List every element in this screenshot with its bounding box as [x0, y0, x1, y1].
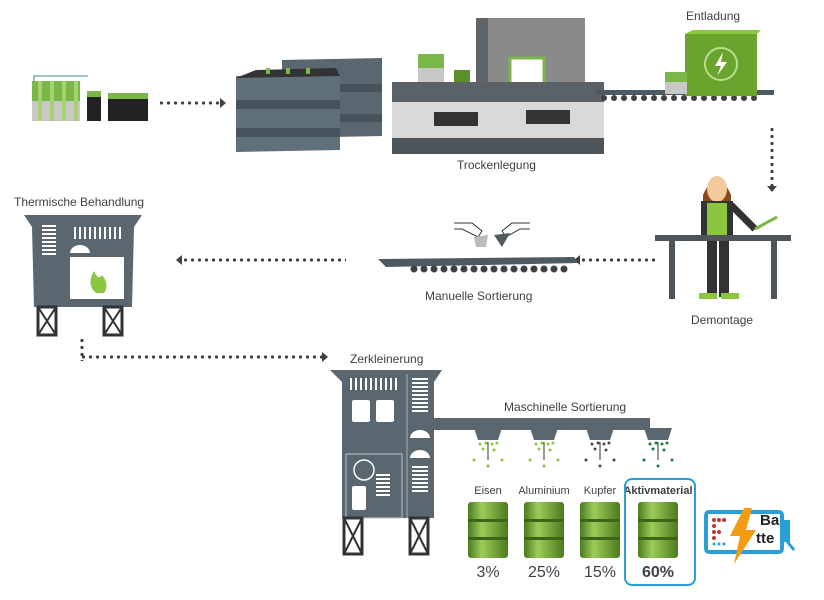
arrow-head-icon: [574, 255, 580, 265]
conveyor-belt-middle: [378, 257, 578, 273]
label-entladung: Entladung: [686, 9, 741, 23]
label-manuelle-sortierung: Manuelle Sortierung: [425, 289, 533, 303]
material-label: Aktivmaterial: [623, 485, 693, 497]
material-percent: 60%: [641, 564, 675, 581]
logo-text-line2: tte: [756, 530, 775, 547]
drum-icon: [524, 502, 564, 558]
material-label: Aluminium: [518, 485, 570, 497]
logo-text-line1: Ba: [760, 512, 780, 529]
arrow-head-icon: [220, 98, 226, 108]
thermal-furnace-icon: [24, 215, 142, 337]
drum-icon: [468, 502, 508, 558]
flow-arrow-4: [182, 258, 346, 262]
aktivmaterial-highlight-box: [624, 478, 696, 586]
hopper-icon: [528, 428, 560, 468]
drum-icon: [580, 502, 620, 558]
label-maschinelle-sortierung: Maschinelle Sortierung: [504, 400, 627, 414]
batteries-icon: [32, 75, 148, 121]
drying-machine-icon: [392, 18, 604, 154]
flow-arrow-5b: [80, 355, 322, 359]
discharge-box-icon: [665, 30, 761, 96]
flow-arrow-3: [580, 258, 656, 262]
label-thermische-behandlung: Thermische Behandlung: [14, 195, 145, 209]
flow-arrow-1: [158, 101, 220, 105]
hopper-icon: [472, 428, 504, 468]
worker-at-table-icon: [655, 176, 791, 299]
flow-arrow-2: [770, 126, 774, 186]
material-percent: 25%: [527, 564, 561, 581]
shredder-machine-icon: [330, 370, 650, 556]
hopper-icon: [642, 428, 674, 468]
label-demontage: Demontage: [691, 313, 754, 327]
arrow-head-icon: [176, 255, 182, 265]
hands-sorting-icon: [454, 222, 530, 247]
material-label: Kupfer: [583, 485, 617, 497]
arrow-head-icon: [322, 352, 328, 362]
drum-icon: [638, 502, 678, 558]
hopper-icon: [584, 428, 616, 468]
label-zerkleinerung: Zerkleinerung: [350, 352, 424, 366]
material-label: Eisen: [474, 485, 502, 497]
flow-arrow-5a: [80, 337, 84, 361]
ebatte-logo: [704, 508, 796, 564]
battery-crates-icon: [236, 58, 382, 152]
material-percent: 15%: [583, 564, 617, 581]
arrow-head-icon: [767, 186, 777, 192]
label-trockenlegung: Trockenlegung: [457, 158, 536, 172]
material-percent: 3%: [476, 564, 500, 581]
